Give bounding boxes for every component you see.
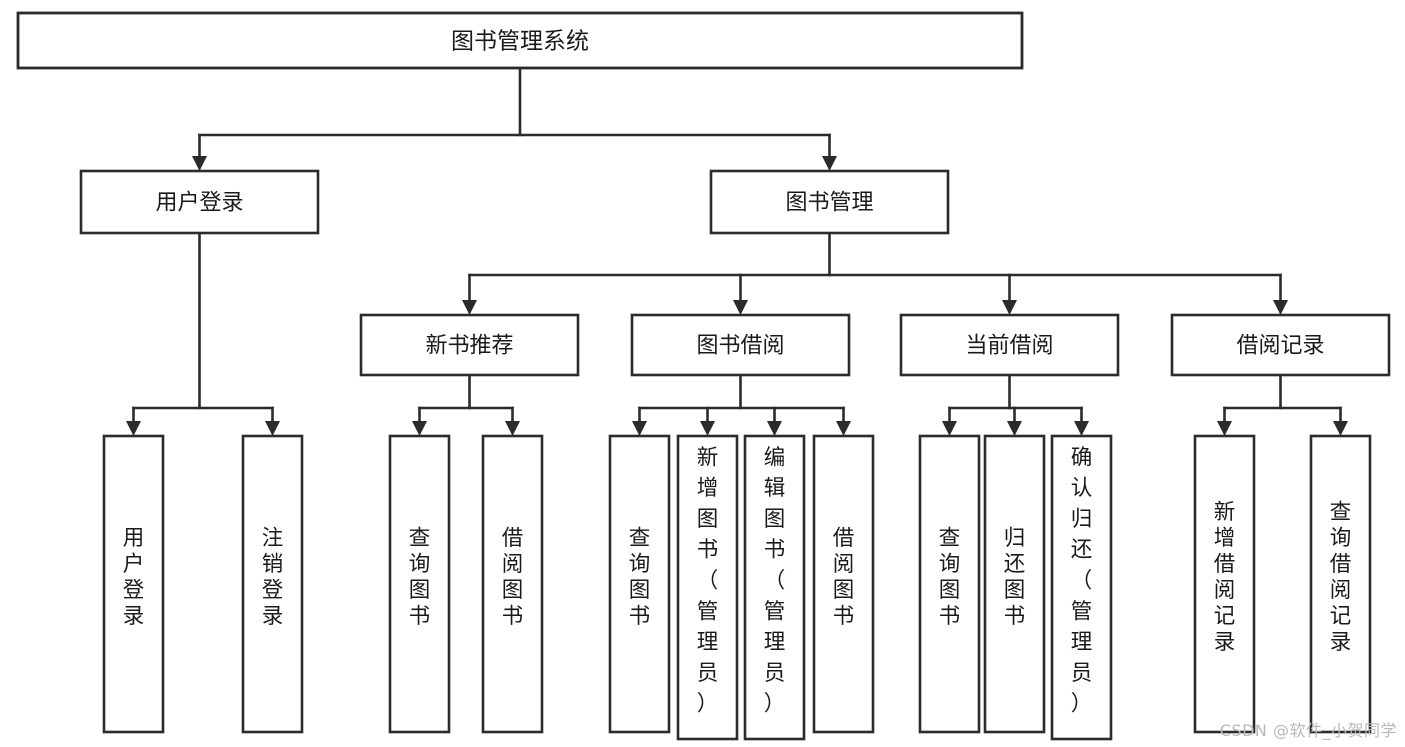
leaf-confirm-return-admin[interactable]: 确认归还（管理员） <box>1050 434 1113 741</box>
node-new-book-recommend[interactable]: 新书推荐 <box>359 313 580 377</box>
leaf-confirm-return-admin-rect[interactable] <box>1050 434 1113 741</box>
leaf-query-book-borrow-rect[interactable] <box>608 434 671 734</box>
edge-new-book-recommend-to-query-book-recommend-arrowhead <box>412 421 427 436</box>
edge-book-borrow-to-edit-book-admin-arrowhead <box>767 421 782 436</box>
node-system-title[interactable]: 图书管理系统 <box>16 11 1024 70</box>
connector-lines <box>126 66 1348 436</box>
edge-book-borrow-to-add-book-admin-arrowhead <box>700 421 715 436</box>
edge-book-borrow-to-borrow-book-action-arrowhead <box>836 421 851 436</box>
leaf-return-book-rect[interactable] <box>983 434 1046 734</box>
node-borrow-record[interactable]: 借阅记录 <box>1170 313 1391 377</box>
node-user-login-label: 用户登录 <box>155 191 243 216</box>
node-system-title-rect[interactable] <box>16 11 1024 70</box>
edge-borrow-record-to-query-borrow-record-arrowhead <box>1333 421 1348 436</box>
node-system-title-label: 图书管理系统 <box>451 29 589 55</box>
leaf-borrow-book-action[interactable]: 借阅图书 <box>812 434 875 734</box>
leaf-confirm-return-admin-label: 确认归还（管理员） <box>1071 445 1093 716</box>
node-book-manage[interactable]: 图书管理 <box>709 169 950 235</box>
node-book-borrow-rect[interactable] <box>630 313 851 377</box>
node-boxes: 图书管理系统用户登录图书管理新书推荐图书借阅当前借阅借阅记录用户登录注销登录查询… <box>16 11 1391 741</box>
leaf-add-borrow-record[interactable]: 新增借阅记录 <box>1193 434 1256 734</box>
edge-bookmanage-to-book-borrow-arrowhead <box>733 300 748 315</box>
edge-current-borrow-to-confirm-return-admin-arrowhead <box>1074 421 1089 436</box>
leaf-query-book-recommend-label: 查询图书 <box>409 526 431 629</box>
leaf-add-book-admin-rect[interactable] <box>676 434 739 741</box>
leaf-query-borrow-record-rect[interactable] <box>1309 434 1372 734</box>
leaf-return-book-label: 归还图书 <box>1004 526 1026 629</box>
node-book-manage-label: 图书管理 <box>785 191 873 216</box>
edge-bookmanage-to-borrow-record-arrowhead <box>1273 300 1288 315</box>
leaf-query-book-recommend[interactable]: 查询图书 <box>388 434 451 734</box>
leaf-user-login-action-label: 用户登录 <box>123 526 145 629</box>
leaf-query-book-borrow[interactable]: 查询图书 <box>608 434 671 734</box>
leaf-edit-book-admin-rect[interactable] <box>743 434 806 741</box>
edge-book-borrow-to-query-book-borrow-arrowhead <box>632 421 647 436</box>
node-new-book-recommend-label: 新书推荐 <box>425 334 513 359</box>
node-new-book-recommend-rect[interactable] <box>359 313 580 377</box>
edge-root-to-user-login-arrowhead <box>192 156 207 171</box>
leaf-add-borrow-record-rect[interactable] <box>1193 434 1256 734</box>
node-user-login[interactable]: 用户登录 <box>79 169 320 235</box>
node-current-borrow-label: 当前借阅 <box>965 334 1053 359</box>
leaf-borrow-book-recommend[interactable]: 借阅图书 <box>481 434 544 734</box>
leaf-user-logout-action-rect[interactable] <box>241 434 304 734</box>
leaf-user-login-action[interactable]: 用户登录 <box>102 434 165 734</box>
leaf-borrow-book-recommend-rect[interactable] <box>481 434 544 734</box>
leaf-query-borrow-record-label: 查询借阅记录 <box>1330 500 1352 655</box>
leaf-query-book-recommend-rect[interactable] <box>388 434 451 734</box>
edge-current-borrow-to-query-book-current-arrowhead <box>942 421 957 436</box>
leaf-user-logout-action[interactable]: 注销登录 <box>241 434 304 734</box>
edge-user-login-to-user-login-action-arrowhead <box>126 421 141 436</box>
leaf-query-book-borrow-label: 查询图书 <box>629 526 651 629</box>
leaf-query-book-current-label: 查询图书 <box>939 526 961 629</box>
leaf-query-borrow-record[interactable]: 查询借阅记录 <box>1309 434 1372 734</box>
leaf-edit-book-admin[interactable]: 编辑图书（管理员） <box>743 434 806 741</box>
edge-bookmanage-to-current-borrow-arrowhead <box>1002 300 1017 315</box>
leaf-add-book-admin[interactable]: 新增图书（管理员） <box>676 434 739 741</box>
leaf-return-book[interactable]: 归还图书 <box>983 434 1046 734</box>
leaf-add-book-admin-label: 新增图书（管理员） <box>697 445 719 716</box>
leaf-query-book-current-rect[interactable] <box>918 434 981 734</box>
node-current-borrow[interactable]: 当前借阅 <box>899 313 1120 377</box>
edge-user-login-to-user-logout-action-arrowhead <box>265 421 280 436</box>
node-user-login-rect[interactable] <box>79 169 320 235</box>
edge-root-to-book-manage-arrowhead <box>822 156 837 171</box>
leaf-query-book-current[interactable]: 查询图书 <box>918 434 981 734</box>
node-book-borrow[interactable]: 图书借阅 <box>630 313 851 377</box>
leaf-user-login-action-rect[interactable] <box>102 434 165 734</box>
leaf-user-logout-action-label: 注销登录 <box>262 526 284 629</box>
node-current-borrow-rect[interactable] <box>899 313 1120 377</box>
node-borrow-record-label: 借阅记录 <box>1236 334 1324 359</box>
node-borrow-record-rect[interactable] <box>1170 313 1391 377</box>
edge-bookmanage-to-new-book-recommend-arrowhead <box>462 300 477 315</box>
leaf-borrow-book-recommend-label: 借阅图书 <box>502 526 524 629</box>
edge-current-borrow-to-return-book-arrowhead <box>1007 421 1022 436</box>
node-book-borrow-label: 图书借阅 <box>696 334 784 359</box>
leaf-borrow-book-action-label: 借阅图书 <box>833 526 855 629</box>
edge-new-book-recommend-to-borrow-book-recommend-arrowhead <box>505 421 520 436</box>
leaf-borrow-book-action-rect[interactable] <box>812 434 875 734</box>
edge-borrow-record-to-add-borrow-record-arrowhead <box>1217 421 1232 436</box>
leaf-add-borrow-record-label: 新增借阅记录 <box>1214 500 1236 655</box>
node-book-manage-rect[interactable] <box>709 169 950 235</box>
leaf-edit-book-admin-label: 编辑图书（管理员） <box>764 445 786 716</box>
